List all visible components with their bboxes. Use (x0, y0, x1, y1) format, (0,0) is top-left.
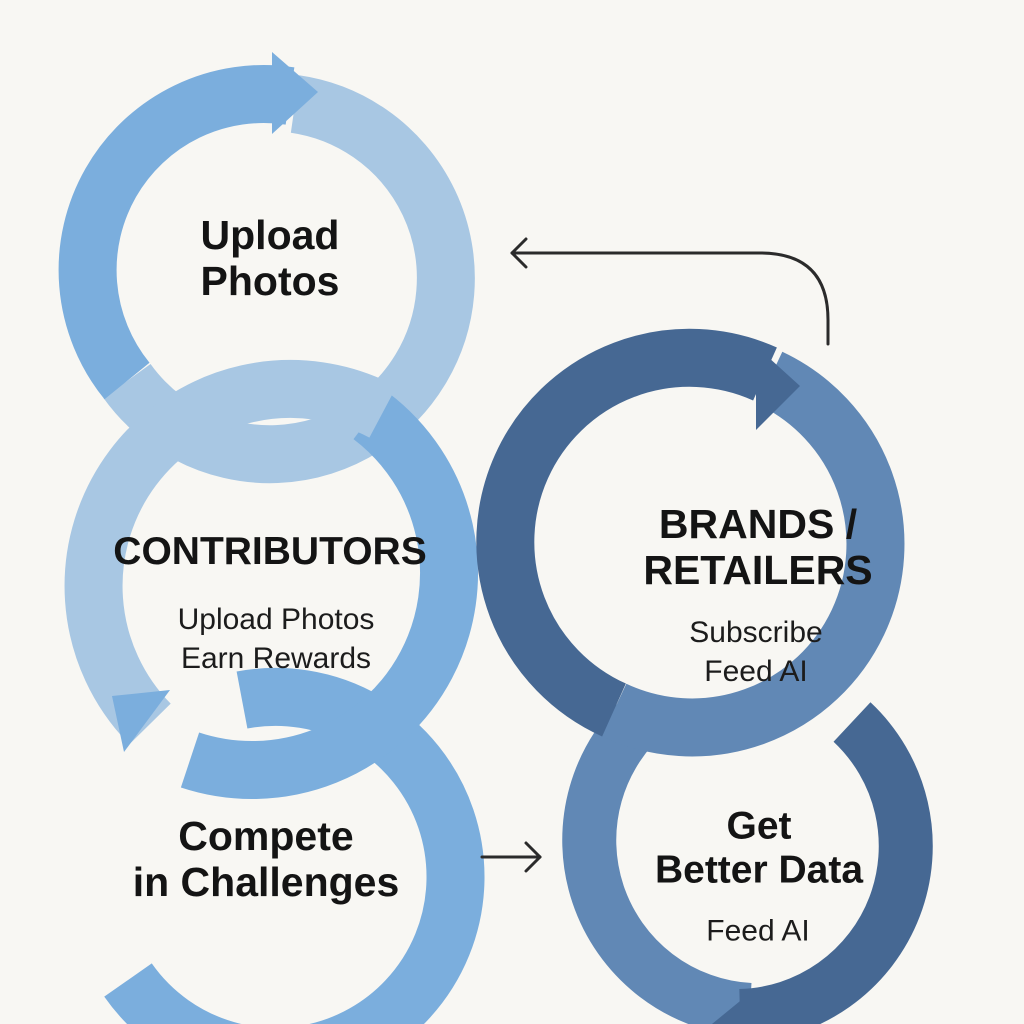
upload-photos-ring (58, 52, 475, 484)
brands-ring-mid-arc (601, 351, 905, 757)
upload-ring-mid-arc (58, 65, 295, 400)
contributors-title: CONTRIBUTORS (113, 530, 426, 574)
contributors-ring-arrowhead-icon (112, 690, 170, 752)
brands-sub-line2: Feed AI (704, 655, 808, 688)
brands-title-line1: BRANDS / (658, 501, 858, 548)
contributors-ring-mid-arc (180, 392, 479, 799)
brands-title: BRANDS / RETAILERS (643, 501, 873, 594)
better-data-ring-mid-arc (562, 689, 752, 1024)
brands-title-line2: RETAILERS (643, 547, 873, 593)
contributors-title-text: CONTRIBUTORS (113, 530, 427, 574)
better-data-ring-dark-arc (738, 702, 933, 1024)
upload-photos-label: Upload Photos (200, 212, 340, 305)
brands-subtext: Subscribe Feed AI (689, 613, 822, 691)
upload-ring-arrowhead-icon (272, 52, 318, 134)
contributors-sub-line2: Earn Rewards (180, 642, 372, 675)
better-data-line1: Get (726, 804, 792, 848)
compete-line2: in Challenges (132, 859, 400, 905)
contributors-subtext: Upload Photos Earn Rewards (178, 600, 375, 678)
better-data-ring (562, 689, 933, 1024)
compete-line1: Compete (178, 813, 354, 860)
brands-sub-line1: Subscribe (689, 616, 823, 649)
upload-photos-line1: Upload (200, 212, 340, 259)
better-data-ring-arrowhead-icon (712, 988, 760, 1024)
better-data-subtext: Feed AI (706, 912, 809, 951)
upload-photos-line2: Photos (200, 258, 340, 304)
brands-ring-arrowhead-icon (756, 346, 800, 430)
brands-ring-dark-arc (476, 328, 777, 737)
arrow-right-icon (480, 841, 542, 873)
better-data-sub-line1: Feed AI (706, 914, 810, 948)
compete-label: Compete in Challenges (132, 813, 400, 906)
upload-ring-light-arc (103, 75, 475, 484)
better-data-line2: Better Data (654, 848, 864, 891)
contributors-ring-light-arc (64, 359, 397, 745)
brands-ring (476, 328, 905, 757)
contributors-ring (64, 359, 479, 799)
curved-arrow-left-icon (510, 237, 830, 346)
better-data-title: Get Better Data (655, 804, 863, 891)
contributors-sub-line1: Upload Photos (177, 603, 375, 636)
